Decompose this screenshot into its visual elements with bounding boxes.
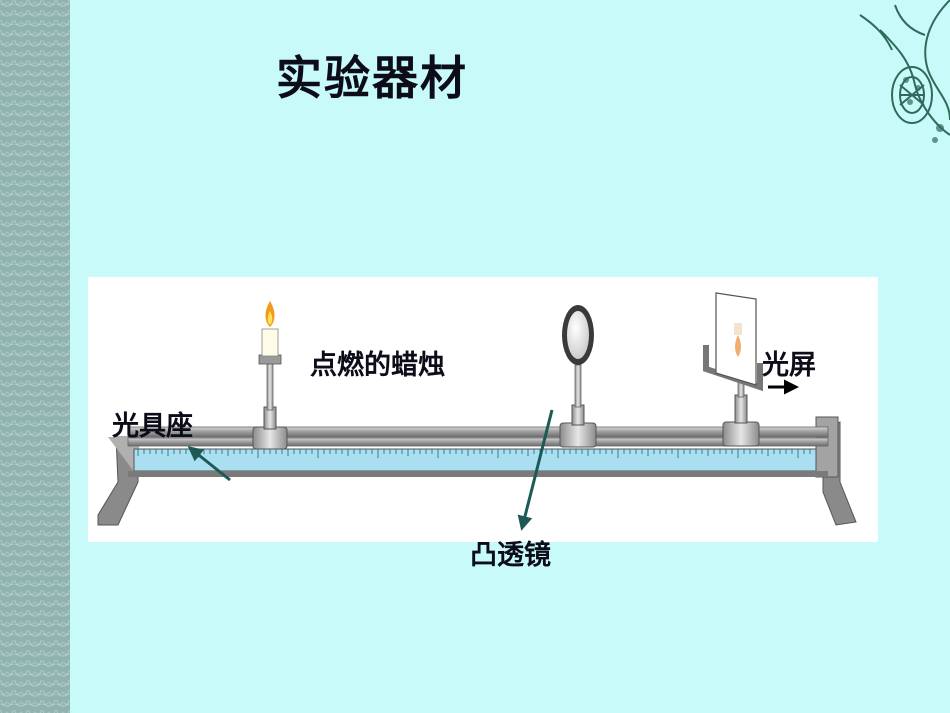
label-lit-candle: 点燃的蜡烛 [310, 350, 445, 381]
label-light-screen: 光屏 [762, 350, 816, 381]
light-screen-icon [703, 292, 763, 447]
decorative-left-strip [0, 0, 70, 713]
label-convex-lens: 凸透镜 [470, 540, 551, 571]
phoenix-ornament-icon [859, 0, 950, 143]
optical-bench-icon [97, 416, 857, 526]
optical-bench-diagram [88, 277, 878, 542]
convex-lens-icon [559, 305, 597, 448]
candle-icon [252, 301, 288, 450]
slide-title: 实验器材 [276, 51, 468, 105]
label-optical-bench: 光具座 [112, 411, 193, 442]
